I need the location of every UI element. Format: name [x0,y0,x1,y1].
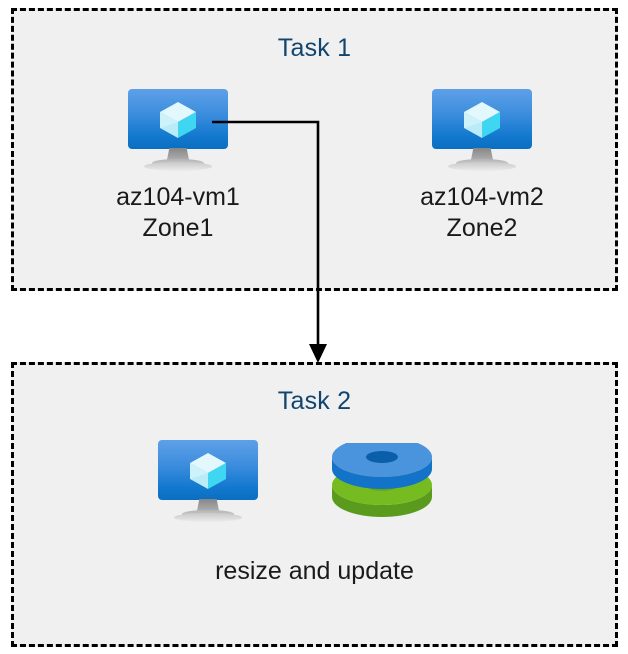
task-1-container: Task 1 az104-vm1 Zone1 [11,8,618,291]
cube-glyph [160,102,196,138]
monitor-screen [432,89,532,149]
azure-managed-disks-icon [332,443,432,517]
arrowhead-down-icon [309,344,327,363]
vm-node-az104-vm1: az104-vm1 Zone1 [88,89,268,244]
monitor-base [144,162,212,171]
monitor-base [174,513,242,522]
vm-name-label: az104-vm2 [420,183,544,211]
vm-node-task2 [118,440,298,522]
cube-glyph [464,102,500,138]
vm-name-label: az104-vm1 [116,183,240,211]
task-2-title: Task 2 [277,387,352,415]
monitor-screen [158,440,258,500]
vm-zone-label: Zone1 [142,214,214,242]
azure-virtual-machine-icon [432,89,532,171]
azure-virtual-machine-icon [158,440,258,522]
cube-glyph [190,453,226,489]
task-2-caption-wrap: resize and update [11,556,618,587]
monitor-base [448,162,516,171]
task-1-title: Task 1 [277,34,352,62]
azure-virtual-machine-icon [128,89,228,171]
vm-node-az104-vm2: az104-vm2 Zone2 [392,89,572,244]
vm-zone-label: Zone2 [446,214,518,242]
task-2-caption: resize and update [215,557,414,585]
monitor-screen [128,89,228,149]
disk-blue [332,443,432,489]
task-2-container: Task 2 [11,362,618,647]
